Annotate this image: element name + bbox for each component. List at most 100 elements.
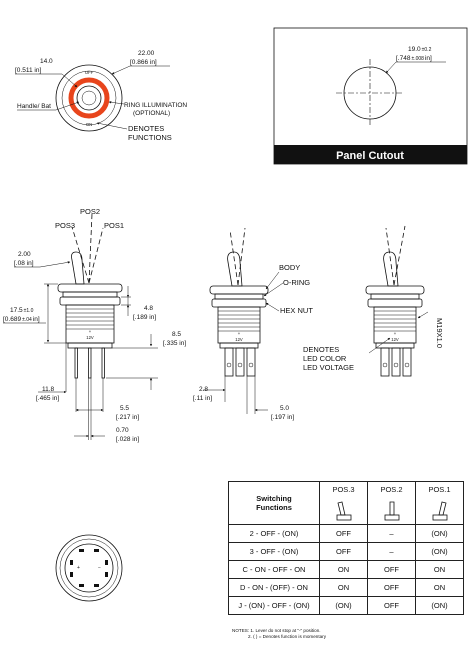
svg-text:+: + <box>238 331 241 336</box>
cell-pos3: ON <box>319 578 368 597</box>
ring-illumination-optional: (OPTIONAL) <box>133 110 170 117</box>
led-denotes-3: LED VOLTAGE <box>303 363 354 372</box>
cell-function: D - ON - (OFF) - ON <box>228 578 320 597</box>
cell-pos2: OFF <box>367 596 416 615</box>
dim-spacing: 2.8 <box>199 386 208 393</box>
thread-label: M19X1.0 <box>435 318 444 348</box>
side-hexnut <box>59 296 121 306</box>
hexnut-label: HEX NUT <box>280 306 313 315</box>
right-voltage-mark: 12V <box>391 337 399 342</box>
dim-height-in: [0.689±.04in] <box>3 316 40 323</box>
dim-bat: 2.00 <box>18 251 31 258</box>
bottom-outer-circle <box>55 534 123 602</box>
pos1-label: POS1 <box>104 221 124 230</box>
cell-pos3: OFF <box>319 524 368 543</box>
dim-term-in: [.335 in] <box>163 340 186 347</box>
side-threads <box>66 308 114 330</box>
top-view: OFF ON 14.0 [0.511 in] 22.00 [0.866 in] … <box>15 50 187 142</box>
dim-nut: 4.8 <box>144 305 153 312</box>
dim-pin-in: [.028 in] <box>116 436 139 443</box>
side-bat <box>71 251 85 285</box>
pos3-line <box>71 226 90 284</box>
header-switching-functions: Switching Functions <box>228 481 320 525</box>
right-bezel <box>365 285 425 295</box>
table-row: 3 - OFF - (ON) OFF – (ON) <box>228 542 464 561</box>
side-voltage-mark: 12V <box>86 335 94 340</box>
outer-bezel-circle <box>55 64 123 132</box>
panel-cutout-title: Panel Cutout <box>336 150 404 162</box>
pos2-label: POS2 <box>80 207 100 216</box>
front-oring <box>214 293 264 300</box>
dim-large-in: [0.866 in] <box>130 59 157 66</box>
dim-base: 11.8 <box>42 386 55 393</box>
dim-small: 14.0 <box>40 58 53 65</box>
side-oring <box>62 291 118 298</box>
bottom-terminals <box>70 549 108 587</box>
cell-pos2: OFF <box>367 578 416 597</box>
cell-pos2: – <box>367 524 416 543</box>
handle-tip-circle <box>81 90 97 106</box>
dim-spacing-in: [.11 in] <box>193 395 212 402</box>
body-label: BODY <box>279 263 300 272</box>
switching-functions-table: Switching Functions POS.3 POS.2 POS.1 <box>228 481 464 615</box>
header-pos3: POS.3 <box>319 481 368 525</box>
dim-large: 22.00 <box>138 50 155 57</box>
note-line-2: 2. ( ) = Denotes function is momentary <box>248 634 326 639</box>
front-voltage-mark: 12V <box>235 337 243 342</box>
pos1-line <box>88 227 104 284</box>
ring-illumination-label: RING ILLUMINATION <box>124 102 187 109</box>
table-row: C - ON - OFF - ON ON OFF ON <box>228 560 464 579</box>
bottom-view: + − <box>55 534 123 602</box>
cell-pos2: – <box>367 542 416 561</box>
bottom-plus: + <box>77 565 80 571</box>
front-bat <box>227 251 243 287</box>
front-view: + 12V BODY O-RING HEX NUT 2.8 [.11 in] 5… <box>193 227 313 421</box>
cell-pos2: OFF <box>367 560 416 579</box>
right-view: + 12V M19X1.0 DENOTES LED COLOR LED VOLT… <box>303 225 444 377</box>
lever-pos1-icon <box>432 501 447 521</box>
bottom-inner-circle <box>64 543 114 593</box>
panel-cutout-frame <box>273 27 468 165</box>
cell-function: 2 - OFF - (ON) <box>228 524 320 543</box>
dim-width-in: [.197 in] <box>271 414 294 421</box>
bottom-minus: − <box>98 565 101 571</box>
note-line-1: NOTES: 1. Lever do not stop at "-" posit… <box>232 628 321 633</box>
dim-height: 17.5±1.0 <box>10 307 34 314</box>
led-denotes-2: LED COLOR <box>303 354 347 363</box>
label-on: ON <box>86 122 92 127</box>
pos3-label: POS3 <box>55 221 75 230</box>
right-terminals <box>380 347 412 377</box>
label-off: OFF <box>85 70 94 75</box>
lever-pos3-icon <box>336 501 351 521</box>
cell-pos1: (ON) <box>415 524 464 543</box>
ring-illumination <box>68 77 110 119</box>
table-row: J - (ON) - OFF - (ON) (ON) OFF (ON) <box>228 596 464 615</box>
dim-base-in: [.465 in] <box>36 395 59 402</box>
dim-pitch-in: [.217 in] <box>116 414 139 421</box>
oring-label: O-RING <box>283 278 310 287</box>
denotes-functions-1: DENOTES <box>128 124 164 133</box>
dim-width: 5.0 <box>280 405 289 412</box>
side-bezel <box>57 283 123 293</box>
dim-pitch: 5.5 <box>120 405 129 412</box>
denotes-functions-2: FUNCTIONS <box>128 133 172 142</box>
pos2-line <box>88 213 93 284</box>
panel-cutout: Panel Cutout 19.0±0.2 [.748±.008in] <box>273 27 468 165</box>
cell-pos1: ON <box>415 578 464 597</box>
cell-pos3: ON <box>319 560 368 579</box>
side-view: POS3 POS2 POS1 + 12V 2.00 [.08 in] <box>3 207 186 443</box>
cell-pos3: OFF <box>319 542 368 561</box>
table-header-row: Switching Functions POS.3 POS.2 POS.1 <box>228 481 464 525</box>
led-denotes-1: DENOTES <box>303 345 339 354</box>
header-pos2: POS.2 <box>367 481 416 525</box>
cell-function: 3 - OFF - (ON) <box>228 542 320 561</box>
front-terminals <box>224 347 256 377</box>
lever-pos2-icon <box>384 501 399 521</box>
dim-nut-in: [.189 in] <box>133 314 156 321</box>
right-bat <box>383 251 399 287</box>
dim-term: 8.5 <box>172 331 181 338</box>
cutout-dim: 19.0±0.2 <box>408 46 432 53</box>
handle-bat-circle <box>76 85 102 111</box>
table-notes: NOTES: 1. Lever do not stop at "-" posit… <box>232 628 326 640</box>
